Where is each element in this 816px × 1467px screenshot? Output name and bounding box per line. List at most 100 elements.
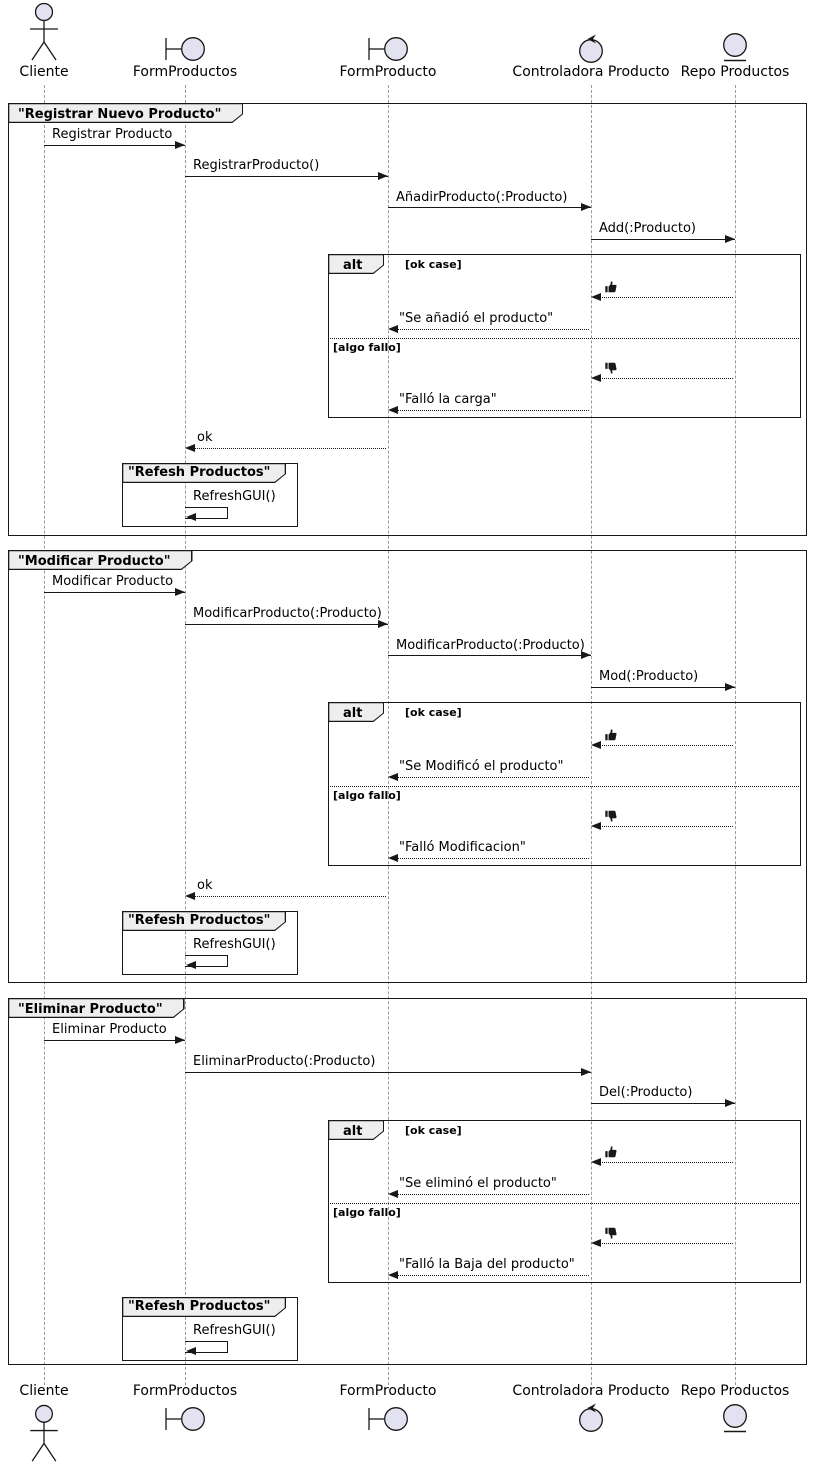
participant-label: FormProductos [132,1383,238,1399]
participant-formproductos-footer: FormProductos [110,1383,260,1467]
message-label: "Se añadió el producto" [399,311,554,326]
participant-label: Cliente [19,1383,69,1399]
lifeline-formproductos [185,85,186,1385]
message-arrow [591,239,735,240]
message-arrow [44,592,185,593]
message-label: Mod(:Producto) [599,669,699,684]
arrowhead [388,773,398,781]
participant-label: FormProducto [339,64,437,80]
tab-shape [122,1297,286,1317]
frame-modificar-producto [8,550,807,983]
participant-label: FormProductos [132,64,238,80]
tab-shape [122,911,286,931]
participant-cliente-footer: Cliente [0,1383,119,1467]
frame-title: "Eliminar Producto" [18,1002,163,1017]
participant-label: Controladora Producto [512,1383,670,1399]
message-label: RefreshGUI() [193,489,276,504]
message-label: Registrar Producto [52,127,173,142]
thumbs-up-icon [605,729,617,741]
tab-shape [328,702,384,722]
arrowhead [725,1099,735,1107]
self-message-loop [185,1341,228,1353]
self-message-loop [185,955,228,967]
guard-ok-case: [ok case] [405,706,462,719]
alt-fragment [328,254,801,418]
arrowhead [591,822,601,830]
arrowhead [388,406,398,414]
arrowhead [186,513,196,521]
alt-operator: alt [343,258,363,273]
boundary-icon [368,37,408,61]
frame-title: "Refesh Productos" [128,465,271,480]
frame-title-tab: "Refesh Productos" [122,1297,286,1317]
tab-shape [8,998,185,1018]
alt-fragment [328,702,801,866]
arrowhead [175,141,185,149]
message-label: ok [197,430,213,445]
return-arrow [593,1162,733,1163]
return-arrow [593,1243,733,1244]
arrowhead [388,854,398,862]
alt-operator: alt [343,1124,363,1139]
thumbs-up-icon [605,281,617,293]
arrowhead [388,1271,398,1279]
tab-shape [328,1120,384,1140]
return-arrow [390,1275,589,1276]
guard-algo-fallo: [algo fallo] [333,789,401,802]
boundary-icon [165,1407,205,1431]
lifeline-controladora-producto [591,85,592,1385]
return-arrow [187,448,386,449]
control-icon [579,1403,603,1432]
entity-icon [723,33,747,62]
participant-controladora-header: Controladora Producto [512,0,670,84]
arrowhead [175,588,185,596]
participant-label: Controladora Producto [512,64,670,80]
self-message-loop [185,507,228,519]
message-arrow [185,176,388,177]
tab-shape [8,103,243,123]
frame-title-tab: "Modificar Producto" [8,550,193,570]
message-label: ModificarProducto(:Producto) [396,638,585,653]
actor-icon [30,1404,58,1462]
guard-ok-case: [ok case] [405,258,462,271]
message-label: "Falló Modificacion" [399,840,526,855]
participant-repo-footer: Repo Productos [660,1383,810,1467]
return-arrow [593,378,733,379]
lifeline-repo-productos [735,85,736,1385]
actor-icon [30,2,58,61]
frame-title-tab: "Refesh Productos" [122,911,286,931]
frame-title: "Registrar Nuevo Producto" [18,107,222,122]
alt-operator: alt [343,706,363,721]
message-label: "Se Modificó el producto" [399,759,564,774]
lifeline-cliente [44,85,45,1385]
lifeline-formproducto [388,85,389,1385]
control-icon [579,34,603,63]
message-label: "Falló la carga" [399,392,497,407]
message-label: RefreshGUI() [193,937,276,952]
message-label: Modificar Producto [52,574,174,589]
message-arrow [185,1072,591,1073]
arrowhead [725,235,735,243]
message-arrow [591,1103,735,1104]
arrowhead [581,651,591,659]
frame-registrar-nuevo-producto [8,103,807,536]
arrowhead [378,620,388,628]
arrowhead [591,1158,601,1166]
message-label: "Se eliminó el producto" [399,1176,557,1191]
participant-label: FormProducto [339,1383,437,1399]
arrowhead [591,374,601,382]
message-label: "Falló la Baja del producto" [399,1257,575,1272]
guard-algo-fallo: [algo fallo] [333,341,401,354]
alt-operator-tab: alt [328,1120,384,1140]
participant-formproductos-header: FormProductos [110,0,260,84]
frame-eliminar-producto [8,998,807,1365]
message-label: RefreshGUI() [193,1323,276,1338]
message-label: Del(:Producto) [599,1085,693,1100]
return-arrow [390,777,589,778]
return-arrow [390,410,589,411]
tab-shape [328,254,384,274]
arrowhead [581,203,591,211]
arrowhead [388,325,398,333]
frame-title: "Refesh Productos" [128,1299,271,1314]
message-label: AñadirProducto(:Producto) [396,190,568,205]
